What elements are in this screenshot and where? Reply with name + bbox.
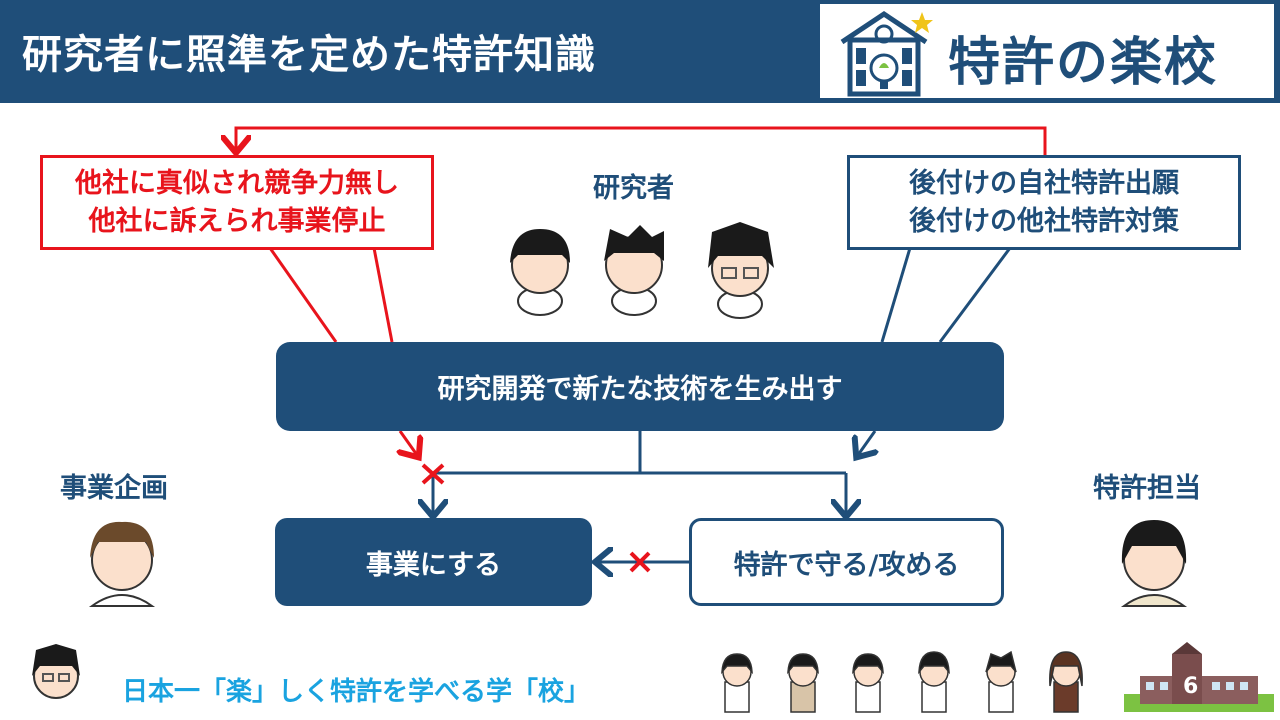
feedback-loop-line [236, 128, 1045, 155]
planning-avatar [90, 522, 154, 606]
page-number: 6 [1183, 674, 1198, 699]
afterthought-line-1: 後付けの自社特許出願 [909, 165, 1179, 203]
afterthought-callout: 後付けの自社特許出願 後付けの他社特許対策 [847, 155, 1241, 250]
researcher-avatar [708, 222, 774, 318]
patent-node-label: 特許で守る/攻める [734, 543, 960, 582]
afterthought-callout-tail [882, 248, 1010, 342]
risk-callout: 他社に真似され競争力無し 他社に訴えられ事業停止 [40, 155, 434, 250]
business-node: 事業にする [275, 518, 592, 606]
afterthought-line-2: 後付けの他社特許対策 [909, 203, 1179, 241]
risk-line-2: 他社に訴えられ事業停止 [89, 203, 386, 241]
business-node-label: 事業にする [366, 543, 501, 582]
rd-node-label: 研究開発で新たな技術を生み出す [438, 367, 843, 406]
ip-label: 特許担当 [1093, 466, 1201, 505]
patent-node: 特許で守る/攻める [689, 518, 1004, 606]
risk-callout-tail [270, 248, 392, 342]
researcher-avatar [604, 225, 664, 315]
afterthought-arrow [858, 431, 875, 455]
footer-avatar [32, 644, 80, 698]
ip-avatar [1122, 520, 1186, 606]
risk-arrow [400, 431, 417, 455]
school-building-icon [1124, 642, 1274, 712]
risk-line-1: 他社に真似され競争力無し [75, 165, 399, 203]
researcher-label: 研究者 [593, 166, 674, 205]
researcher-avatar [510, 229, 570, 315]
footer-slogan: 日本一「楽」しく特許を学べる学「校」 [122, 671, 590, 708]
rd-node: 研究開発で新たな技術を生み出す [276, 342, 1004, 431]
character-lineup [722, 652, 1082, 712]
planning-label: 事業企画 [60, 466, 168, 505]
